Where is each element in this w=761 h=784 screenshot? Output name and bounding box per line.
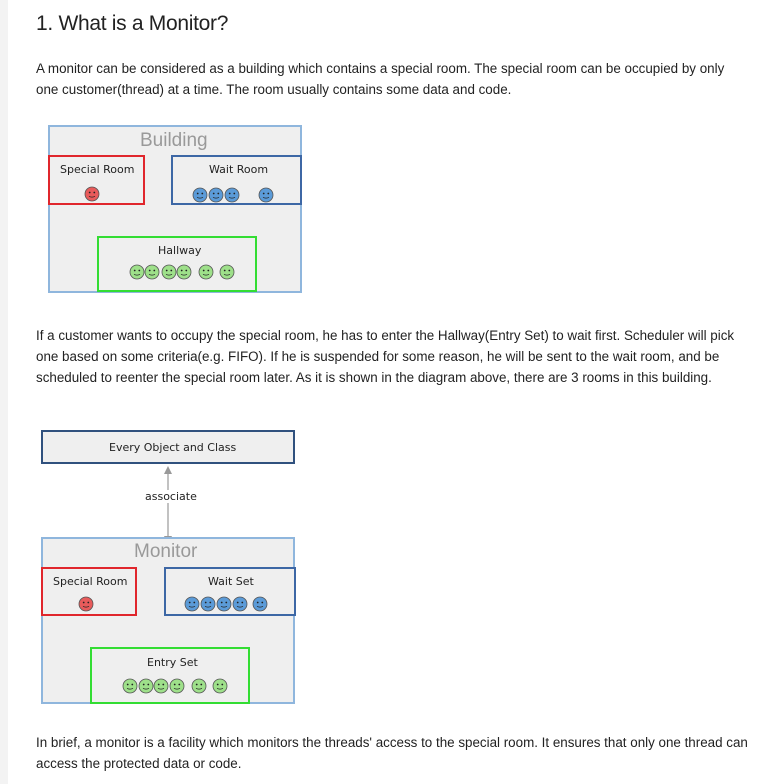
associate-label: associate — [145, 490, 197, 503]
page-left-edge — [0, 0, 8, 784]
intro-paragraph: A monitor can be considered as a buildin… — [36, 61, 725, 97]
wait-set-label: Wait Set — [208, 575, 254, 588]
object-class-box — [41, 430, 295, 464]
page-title: 1. What is a Monitor? — [36, 12, 229, 35]
building-title: Building — [140, 130, 208, 151]
hallway-box — [97, 236, 257, 292]
special-room-label-2: Special Room — [53, 575, 128, 588]
object-class-label: Every Object and Class — [109, 441, 237, 454]
hallway-label: Hallway — [158, 244, 202, 257]
monitor-title: Monitor — [134, 541, 198, 562]
explanation-paragraph: If a customer wants to occupy the specia… — [36, 328, 735, 385]
special-room-label: Special Room — [60, 163, 135, 176]
entry-set-box — [90, 647, 250, 704]
entry-set-label: Entry Set — [147, 656, 198, 669]
wait-room-label: Wait Room — [209, 163, 269, 176]
summary-paragraph: In brief, a monitor is a facility which … — [36, 735, 748, 771]
